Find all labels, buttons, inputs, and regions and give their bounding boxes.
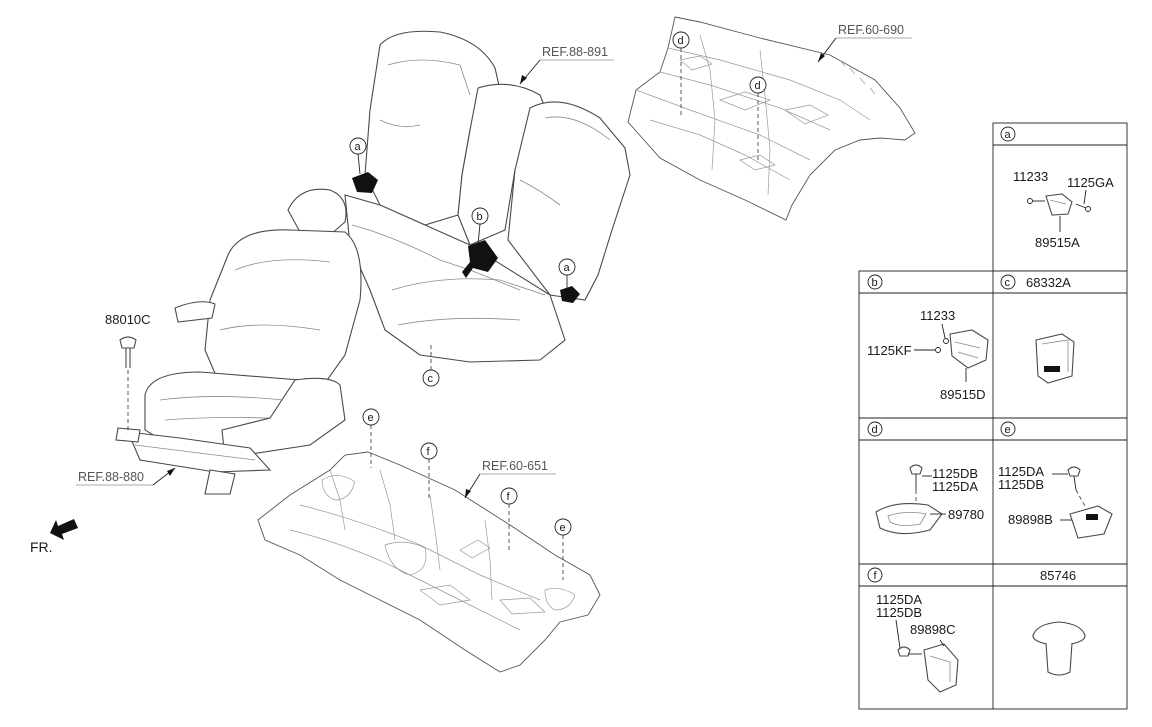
rear-package-panel [627,16,916,221]
svg-text:f: f [507,491,511,503]
front-seat [115,188,362,495]
cell-d-part-2: 1125DA [932,479,978,494]
cell-f: f 1125DA 1125DB 89898C [867,567,959,693]
anchor-b-center [462,240,498,278]
ref-floor-label: REF.60-651 [482,459,548,473]
cell-a-part-2: 1125GA [1067,175,1114,190]
cell-b-part-2: 1125KF [867,343,912,358]
svg-text:a: a [564,262,571,274]
cell-85746: 85746 [1032,568,1086,676]
callout-c: c [422,345,440,387]
svg-text:e: e [368,412,374,424]
part-88010c-label: 88010C [105,312,151,327]
cell-b-part-1: 11233 [920,308,955,323]
rear-seat [344,30,631,363]
ref-front-seat-label: REF.88-880 [78,470,144,484]
svg-text:d: d [872,424,878,436]
callout-f-right: f [500,487,518,550]
ref-floor: REF.60-651 [464,459,556,499]
callout-d-left: d [672,31,690,115]
svg-text:b: b [477,211,483,223]
svg-text:a: a [1005,129,1012,141]
cell-f-part-2: 1125DB [876,605,922,620]
cell-a-part-3: 89515A [1035,235,1080,250]
cell-d-part-3: 89780 [948,507,984,522]
cell-d-part-1: 1125DB [932,466,978,481]
cell-a: a 11233 1125GA 89515A [1000,126,1114,250]
cell-c-title: 68332A [1026,275,1071,290]
floor-panel [257,451,601,673]
cell-b: b 11233 1125KF 89515D [867,274,989,402]
callout-d-right: d [749,76,767,160]
ref-rear-panel: REF.60-690 [817,23,912,63]
cell-e-part-3: 89898B [1008,512,1053,527]
svg-text:d: d [678,35,684,47]
svg-text:b: b [872,277,878,289]
ref-rear-panel-label: REF.60-690 [838,23,904,37]
front-direction-indicator: FR. [30,519,78,555]
callout-a-right: a [558,258,576,288]
ref-front-seat: REF.88-880 [76,467,176,486]
svg-text:e: e [1005,424,1011,436]
cell-d: d 1125DB 1125DA 89780 [867,421,984,535]
cell-e-part-2: 1125DB [998,477,1044,492]
cell-c: c 68332A [1000,274,1075,384]
callout-f-left: f [420,442,438,500]
cell-e: e 1125DA 1125DB 89898B [998,421,1113,539]
cell-e-part-1: 1125DA [998,464,1044,479]
svg-text:c: c [1005,277,1011,289]
callout-e-right: e [554,518,572,580]
ref-rear-seat-label: REF.88-891 [542,45,608,59]
svg-text:f: f [427,446,431,458]
cell-b-part-3: 89515D [940,387,986,402]
callout-b-center: b [471,207,489,245]
cell-f-part-1: 1125DA [876,592,922,607]
svg-text:a: a [355,141,362,153]
callout-a-left: a [349,137,367,175]
cell-f-part-3: 89898C [910,622,956,637]
cell-85746-title: 85746 [1040,568,1076,583]
callout-e-left: e [362,408,380,468]
ref-rear-seat: REF.88-891 [519,45,614,85]
svg-text:d: d [755,80,761,92]
svg-text:c: c [428,373,434,385]
svg-text:e: e [560,522,566,534]
front-label: FR. [30,539,53,555]
cell-a-part-1: 11233 [1013,169,1048,184]
bolt-88010c: 88010C [105,312,151,430]
front-arrow-icon [50,519,78,540]
svg-text:f: f [874,570,878,582]
anchor-a-right [560,286,580,303]
anchor-a-left [352,172,378,193]
